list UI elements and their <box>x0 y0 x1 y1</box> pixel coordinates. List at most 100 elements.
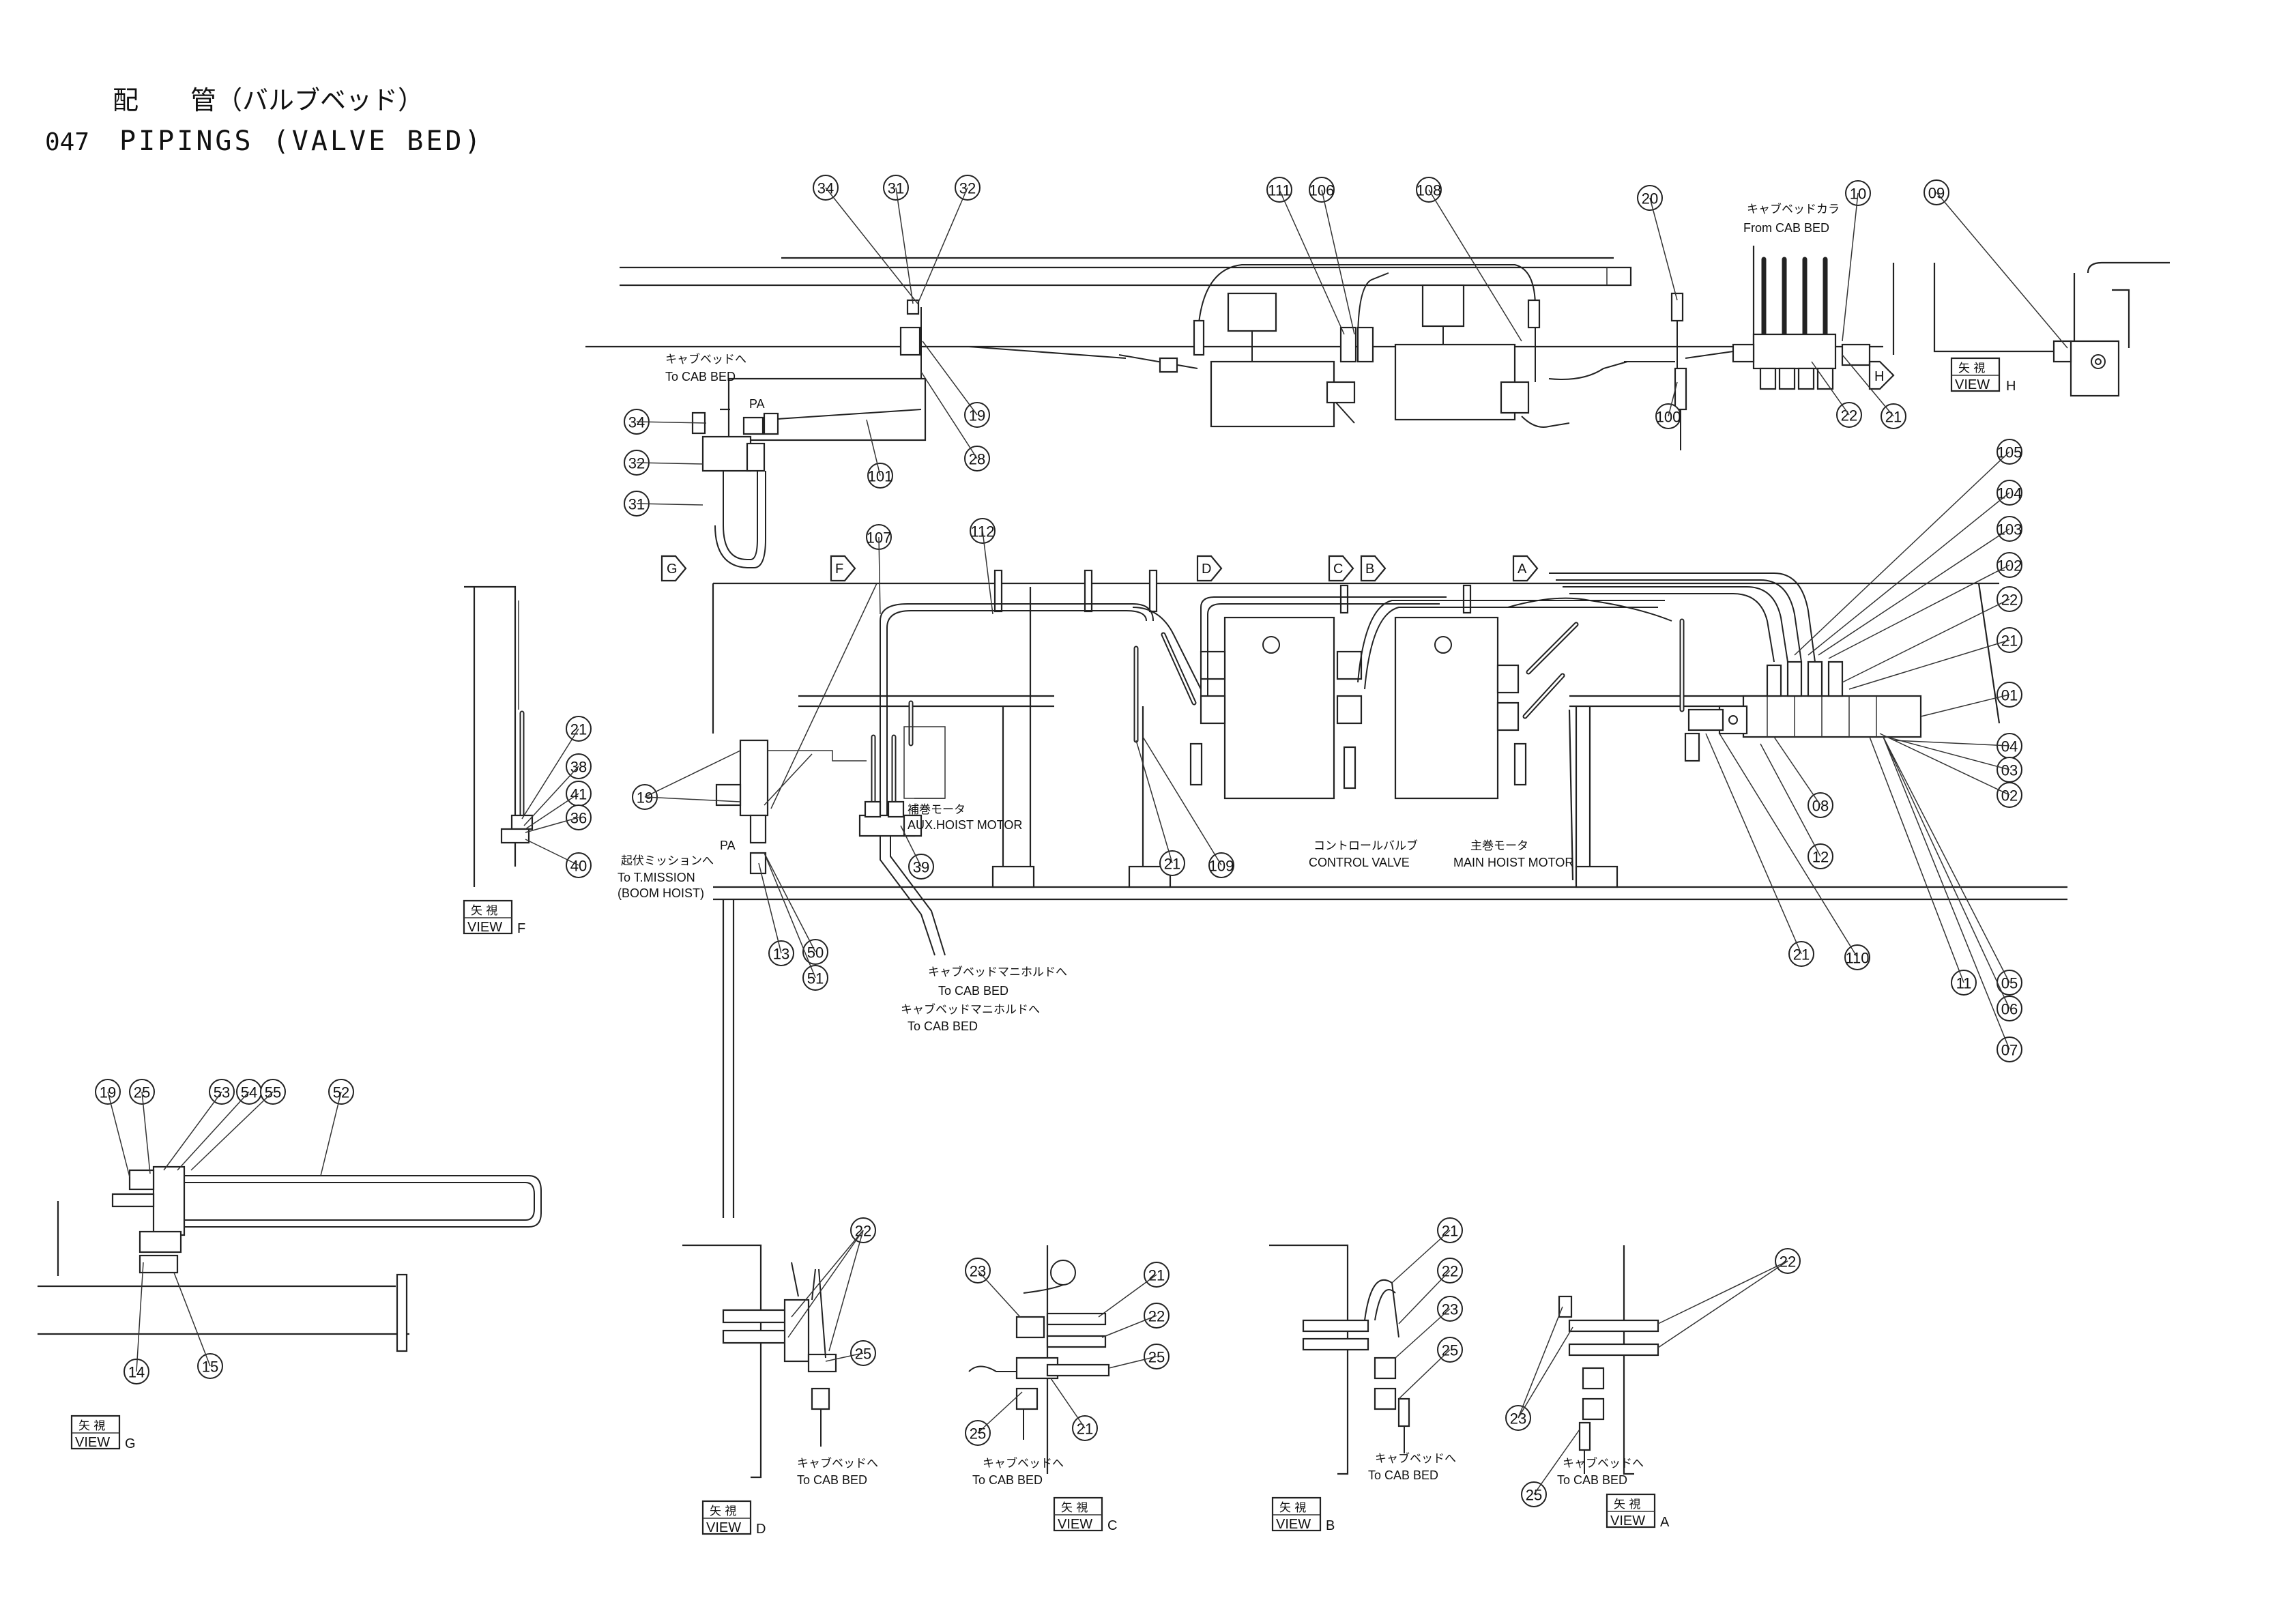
svg-text:C: C <box>1107 1518 1117 1533</box>
leader-line <box>1773 736 1821 806</box>
leader-line <box>1828 564 2010 659</box>
callout-number: 32 <box>628 455 645 472</box>
svg-text:VIEW: VIEW <box>75 1435 110 1450</box>
cab-manifold-jp-2: キャブベッドマニホルドへ <box>901 1002 1040 1017</box>
svg-text:G: G <box>125 1436 136 1451</box>
leader-line <box>922 340 978 416</box>
leader-line <box>320 1091 342 1176</box>
svg-text:D: D <box>1202 562 1211 577</box>
leader-line <box>521 728 579 820</box>
svg-text:G: G <box>667 562 678 577</box>
leader-line <box>1279 189 1345 335</box>
leader-line <box>163 1091 222 1171</box>
svg-text:D: D <box>756 1522 766 1537</box>
marker-d: D <box>1196 555 1223 582</box>
svg-text:F: F <box>835 562 843 577</box>
leader-line <box>107 1091 130 1178</box>
leader-line <box>1705 733 1802 955</box>
leader-line <box>825 187 918 304</box>
leader-line <box>1936 192 2068 349</box>
marker-b: B <box>1360 555 1387 582</box>
callout-number: 23 <box>1510 1410 1526 1427</box>
cab-manifold-jp-1: キャブベッドマニホルドへ <box>928 965 1067 979</box>
callout-number: 34 <box>628 414 645 431</box>
svg-text:矢 視: 矢 視 <box>1061 1501 1088 1515</box>
callout-number: 07 <box>2001 1042 2018 1059</box>
labels: キャブベッドへ To CAB BED PA キャブベッドカラ From CAB … <box>618 202 1840 1487</box>
svg-text:VIEW: VIEW <box>1276 1517 1311 1532</box>
from-cab-bed: From CAB BED <box>1743 221 1829 235</box>
leader-line <box>1668 381 1678 417</box>
callout-number: 08 <box>1812 798 1829 815</box>
leader-line <box>1398 1270 1451 1324</box>
svg-text:A: A <box>1518 562 1527 577</box>
view-tag-b: 矢 視 VIEW B <box>1271 1496 1335 1533</box>
leader-line <box>1657 1260 1788 1348</box>
view-tag-g: 矢 視 VIEW G <box>70 1415 136 1451</box>
leader-line <box>1719 733 1858 958</box>
callout-number: 25 <box>1148 1349 1165 1366</box>
leader-line <box>1811 361 1850 416</box>
callout-number: 06 <box>2001 1001 2018 1018</box>
svg-text:矢 視: 矢 視 <box>1958 362 1985 375</box>
callout-number: 21 <box>1148 1267 1165 1284</box>
leader-line <box>787 1230 864 1338</box>
callout-number: 41 <box>570 786 587 803</box>
callout-number: 25 <box>1526 1487 1542 1504</box>
control-valve-label: CONTROL VALVE <box>1309 856 1410 869</box>
view-g <box>38 1165 542 1352</box>
callout-number: 02 <box>2001 787 2018 804</box>
callout-number: 28 <box>969 451 985 468</box>
leader-line <box>173 1272 211 1367</box>
callout-number: 101 <box>868 468 893 485</box>
leader-line <box>644 750 741 798</box>
leader-line <box>636 462 703 465</box>
svg-text:矢 視: 矢 視 <box>1614 1498 1640 1511</box>
callout-number: 04 <box>2001 738 2018 755</box>
main-assembly <box>712 569 2067 1218</box>
marker-c: C <box>1328 555 1354 582</box>
leader-line <box>1883 736 2010 1009</box>
svg-text:B: B <box>1326 1518 1335 1533</box>
to-cab-bed-2: To CAB BED <box>938 984 1008 998</box>
leader-line <box>1533 1429 1580 1495</box>
view-tag-h: 矢 視 VIEW H <box>1950 357 2016 394</box>
callout-number: 11 <box>1956 975 1972 992</box>
leader-line <box>900 825 922 867</box>
tmission-jp: 起伏ミッションへ <box>621 854 714 868</box>
svg-text:矢 視: 矢 視 <box>471 904 497 918</box>
callout-number: 40 <box>570 858 587 875</box>
view-a <box>1558 1245 1659 1475</box>
callout-number: 12 <box>1812 849 1829 866</box>
view-tag-d: 矢 視 VIEW D <box>701 1500 766 1537</box>
view-tag-f: 矢 視 VIEW F <box>463 899 525 936</box>
leader-line <box>895 187 914 304</box>
leader-line <box>177 1091 250 1171</box>
leader-line <box>1869 736 1964 983</box>
view-f <box>464 585 534 887</box>
leader-line <box>1818 528 2010 656</box>
leader-line <box>525 817 579 833</box>
to-cab-bed-1: To CAB BED <box>665 370 736 383</box>
view-markers: G F D C B A H <box>661 369 1884 582</box>
title-number: 047 <box>45 128 89 156</box>
leader-line <box>917 187 968 304</box>
leader-line <box>1760 743 1821 857</box>
svg-text:A: A <box>1660 1515 1670 1530</box>
main-hoist-label: MAIN HOIST MOTOR <box>1453 856 1573 869</box>
leader-line <box>977 1270 1021 1318</box>
leader-line <box>764 852 816 978</box>
leader-line <box>141 1091 151 1174</box>
view-a-cab-jp: キャブベッドへ <box>1563 1456 1644 1470</box>
callout-number: 21 <box>1077 1421 1093 1438</box>
leader-line <box>878 536 881 615</box>
svg-text:矢 視: 矢 視 <box>78 1419 105 1433</box>
view-c-cab: To CAB BED <box>972 1473 1043 1487</box>
to-cab-bed-3: To CAB BED <box>908 1019 978 1033</box>
callout-number: 109 <box>1209 858 1234 875</box>
callout-number: 21 <box>1164 856 1180 873</box>
callout-number: 22 <box>1780 1253 1796 1271</box>
leader-line <box>1428 189 1522 342</box>
control-valve-jp: コントロールバルブ <box>1313 839 1418 853</box>
leader-line <box>136 1262 144 1372</box>
